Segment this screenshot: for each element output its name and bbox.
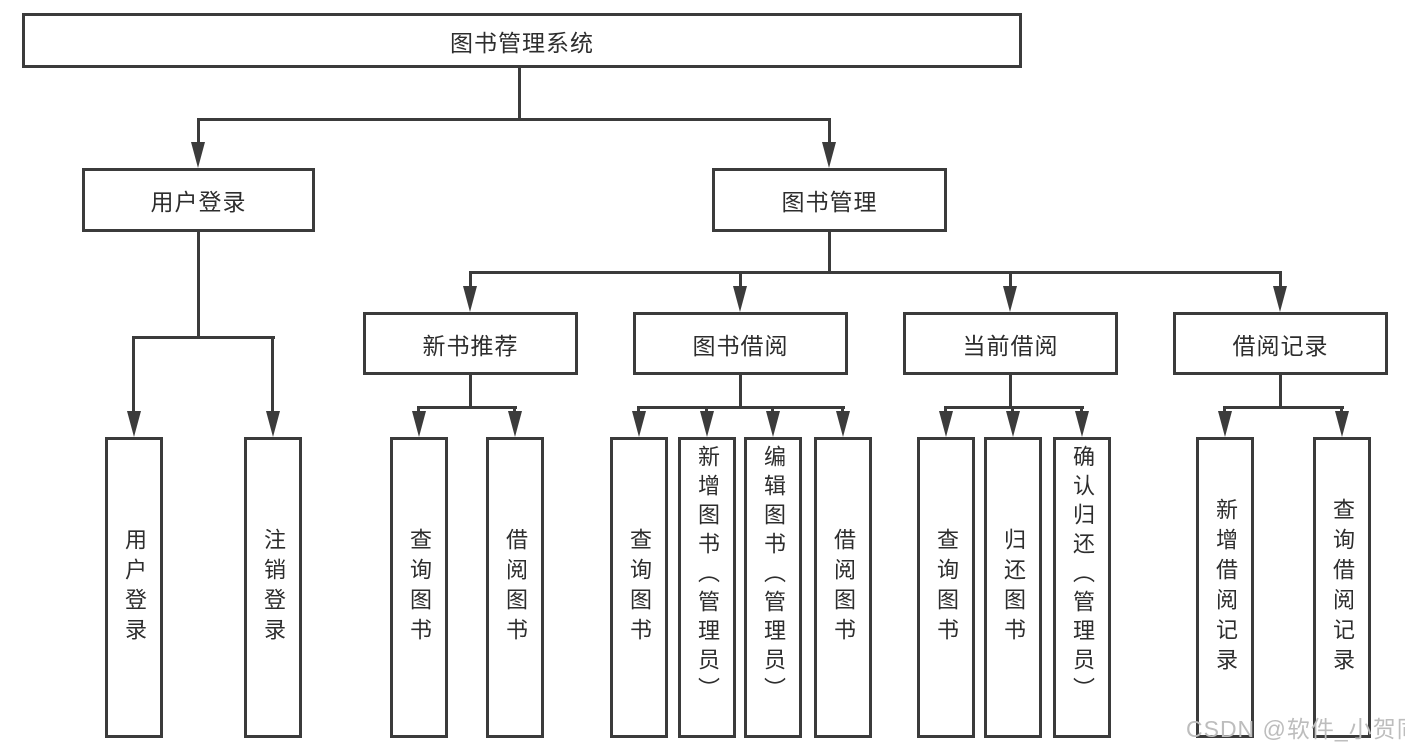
arrow-down-icon (1075, 411, 1089, 437)
arrow-down-icon (463, 286, 477, 312)
csdn-watermark: CSDN @软件_小贺同学 (1186, 716, 1405, 742)
arrow-down-icon (700, 411, 714, 437)
leaf-label: 查询借阅记录 (1330, 497, 1355, 678)
connector-newbooks-horizontal (417, 406, 517, 409)
leaf-label: 确认归还（管理员） (1070, 445, 1095, 706)
connector-root-horizontal (197, 118, 831, 121)
connector-stub (271, 336, 274, 413)
node-query-books: 查询图书 (610, 437, 668, 738)
arrow-down-icon (632, 411, 646, 437)
connector-mgmt-horizontal (469, 271, 1282, 274)
node-book-management: 图书管理 (712, 168, 947, 232)
connector-root-vertical (518, 68, 521, 118)
connector-stub (417, 406, 420, 414)
leaf-label: 借阅图书 (503, 527, 528, 648)
leaf-label: 归还图书 (1001, 527, 1026, 648)
arrow-down-icon (266, 411, 280, 437)
node-borrow-books: 借阅图书 (486, 437, 544, 738)
arrow-down-icon (191, 142, 205, 168)
leaf-label: 编辑图书（管理员） (761, 445, 786, 706)
arrow-down-icon (1003, 286, 1017, 312)
connector-stub (1011, 406, 1014, 414)
connector-current-horizontal (944, 406, 1084, 409)
leaf-label: 查询图书 (934, 527, 959, 648)
leaf-label: 注销登录 (261, 527, 286, 648)
connector-borrow-vertical (739, 375, 742, 406)
node-return-book: 归还图书 (984, 437, 1042, 738)
connector-records-horizontal (1223, 406, 1344, 409)
leaf-label: 查询图书 (407, 527, 432, 648)
connector-stub (1279, 271, 1282, 288)
connector-login-vertical (197, 232, 200, 336)
node-logout: 注销登录 (244, 437, 302, 738)
connector-stub (1223, 406, 1226, 414)
node-edit-book-admin: 编辑图书（管理员） (744, 437, 802, 738)
connector-newbooks-vertical (469, 375, 472, 406)
arrow-down-icon (127, 411, 141, 437)
leaf-label: 用户登录 (122, 527, 147, 648)
connector-stub (1080, 406, 1083, 414)
connector-borrow-horizontal (637, 406, 845, 409)
connector-stub (469, 271, 472, 288)
connector-stub (513, 406, 516, 414)
node-book-borrow: 图书借阅 (633, 312, 848, 375)
node-current-borrow: 当前借阅 (903, 312, 1118, 375)
connector-stub (132, 336, 135, 413)
node-query-books: 查询图书 (390, 437, 448, 738)
connector-login-horizontal (132, 336, 275, 339)
leaf-label: 新增图书（管理员） (695, 445, 720, 706)
arrow-down-icon (939, 411, 953, 437)
arrow-down-icon (766, 411, 780, 437)
arrow-down-icon (1006, 411, 1020, 437)
arrow-down-icon (508, 411, 522, 437)
connector-stub (1009, 271, 1012, 288)
arrow-down-icon (1335, 411, 1349, 437)
node-confirm-return-admin: 确认归还（管理员） (1053, 437, 1111, 738)
node-query-books: 查询图书 (917, 437, 975, 738)
connector-stub (828, 118, 831, 146)
connector-stub (705, 406, 708, 414)
arrow-down-icon (412, 411, 426, 437)
arrow-down-icon (1218, 411, 1232, 437)
node-user-login-leaf: 用户登录 (105, 437, 163, 738)
connector-stub (197, 118, 200, 146)
connector-stub (637, 406, 640, 414)
node-borrow-records: 借阅记录 (1173, 312, 1388, 375)
node-user-login: 用户登录 (82, 168, 315, 232)
node-query-borrow-record: 查询借阅记录 (1313, 437, 1371, 738)
connector-stub (944, 406, 947, 414)
node-new-book-recommend: 新书推荐 (363, 312, 578, 375)
connector-current-vertical (1009, 375, 1012, 406)
connector-records-vertical (1279, 375, 1282, 406)
arrow-down-icon (836, 411, 850, 437)
connector-stub (739, 271, 742, 288)
leaf-label: 新增借阅记录 (1213, 497, 1238, 678)
connector-stub (841, 406, 844, 414)
node-borrow-books: 借阅图书 (814, 437, 872, 738)
arrow-down-icon (822, 142, 836, 168)
connector-stub (1340, 406, 1343, 414)
node-add-borrow-record: 新增借阅记录 (1196, 437, 1254, 738)
arrow-down-icon (733, 286, 747, 312)
leaf-label: 查询图书 (627, 527, 652, 648)
node-add-book-admin: 新增图书（管理员） (678, 437, 736, 738)
leaf-label: 借阅图书 (831, 527, 856, 648)
node-library-system: 图书管理系统 (22, 13, 1022, 68)
arrow-down-icon (1273, 286, 1287, 312)
connector-mgmt-vertical (828, 232, 831, 271)
connector-stub (771, 406, 774, 414)
